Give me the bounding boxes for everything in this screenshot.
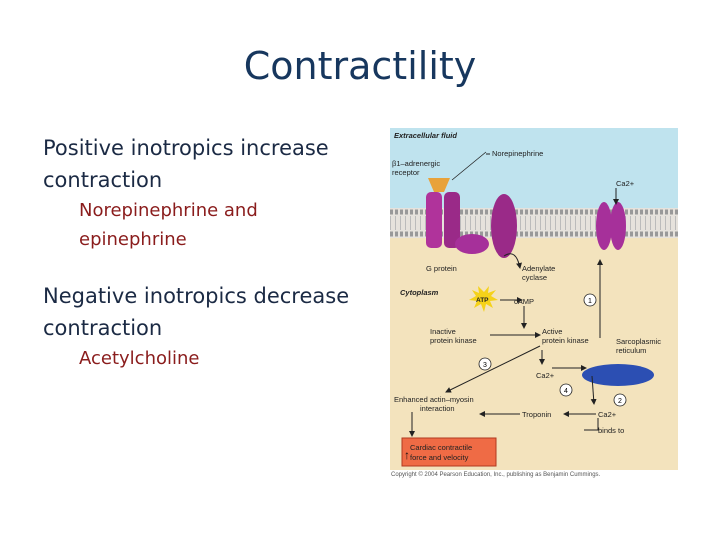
adenylate-cyclase-shape — [491, 194, 517, 258]
result-box — [401, 437, 497, 467]
step-2-circle — [613, 393, 627, 407]
camp-label: cAMP — [514, 297, 534, 306]
extracellular-label: Extracellular fluid — [394, 131, 457, 140]
enhanced-label-2: interaction — [420, 404, 455, 413]
step-4-circle — [559, 383, 573, 397]
step-1-label: 1 — [588, 298, 592, 305]
sarco-label-1: Sarcoplasmic — [616, 337, 661, 346]
inactive-label-2: protein kinase — [430, 336, 477, 345]
ca-binds-label: Ca2+ — [598, 410, 617, 419]
adenylate-label-1: Adenylate — [522, 264, 555, 273]
enhanced-label-1: Enhanced actin–myosin — [394, 395, 474, 404]
receptor-label-1: β1–adrenergic — [392, 159, 440, 168]
troponin-label: Troponin — [522, 410, 551, 419]
step-3-circle — [478, 357, 492, 371]
copyright-notice: Copyright © 2004 Pearson Education, Inc.… — [391, 472, 601, 478]
g-protein-shape — [455, 234, 489, 254]
step-markers: 1 2 3 4 — [478, 293, 627, 407]
step-2-label: 2 — [618, 398, 622, 405]
atp-burst-shape — [469, 286, 498, 312]
bullet-positive-inotropics: Positive inotropics increase contraction — [43, 136, 329, 192]
step-1-circle — [583, 293, 597, 307]
binds-to-label: binds to — [598, 426, 624, 435]
cytoplasm-label: Cytoplasm — [400, 288, 439, 297]
adenylate-label-2: cyclase — [522, 273, 547, 282]
sarcoplasmic-reticulum-shape — [582, 364, 654, 386]
beta1-receptor-shape — [426, 151, 487, 248]
bullet-positive-example: Norepinephrine and epinephrine — [79, 200, 258, 250]
active-label-2: protein kinase — [542, 336, 589, 345]
page-title: Contractility — [243, 44, 477, 88]
ca-inside-label: Ca2+ — [536, 371, 555, 380]
increase-arrow-icon: ↑ — [404, 448, 410, 462]
cytoplasm-region — [390, 214, 678, 470]
calcium-channel-shape — [596, 202, 626, 250]
atp-label: ATP — [476, 297, 489, 304]
ca-outside-label: Ca2+ — [616, 179, 635, 188]
result-label-1: Cardiac contractile — [410, 443, 472, 452]
inactive-label-1: Inactive — [430, 327, 456, 336]
contractility-diagram: 1 2 3 4 Extracellular fluid Norepinephri… — [390, 128, 678, 470]
pathway-arrows — [409, 153, 619, 437]
norepinephrine-label: Norepinephrine — [492, 149, 543, 158]
bullet-negative-inotropics: Negative inotropics decrease contraction — [43, 284, 350, 340]
bullet-negative-example: Acetylcholine — [79, 348, 200, 369]
step-3-label: 3 — [483, 362, 487, 369]
receptor-label-2: receptor — [392, 168, 420, 177]
bullet-list: Positive inotropics increase contraction… — [43, 132, 363, 373]
sarco-label-2: reticulum — [616, 346, 646, 355]
step-4-label: 4 — [564, 388, 568, 395]
g-protein-label: G protein — [426, 264, 457, 273]
active-label-1: Active — [542, 327, 562, 336]
result-label-2: force and velocity — [410, 453, 469, 462]
